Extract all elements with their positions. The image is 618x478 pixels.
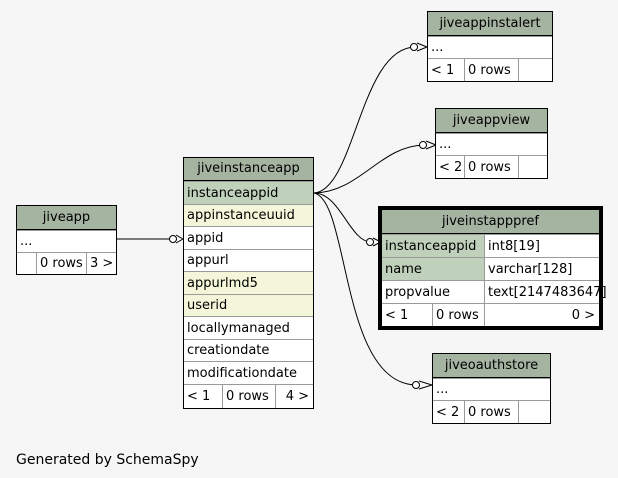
column-type: text[2147483647] [484,281,607,303]
crowfoot-marker [418,380,434,390]
column-type: int8[19] [484,235,599,257]
column-row: propvalue text[2147483647] [382,280,607,303]
table-jiveapp[interactable]: jiveapp ... 0 rows 3 > [16,205,117,275]
table-jiveappview[interactable]: jiveappview ... < 2 0 rows [435,108,548,179]
column-name: locallymanaged [187,321,290,336]
table-header: jiveappview [436,109,547,133]
column-name: modificationdate [187,366,297,381]
placeholder-text: ... [436,382,449,397]
crowfoot-circle [412,381,420,389]
parents-count[interactable]: < 2 [439,160,463,175]
placeholder-text: ... [439,137,452,152]
parents-count[interactable]: < 2 [436,405,460,420]
crowfoot-circle [169,235,177,243]
column-name: appid [187,231,224,246]
column-row: appurlmd5 [184,271,313,294]
rows-count: 0 rows [432,304,484,326]
column-name: name [382,258,484,280]
edge-instanceapp-to-jiveoauthstore [313,192,418,386]
crowfoot-circle [419,141,427,149]
column-row: creationdate [184,339,313,361]
column-row: modificationdate [184,361,313,384]
column-name: appurlmd5 [187,276,258,291]
rows-count: 0 rows [222,385,275,408]
crowfoot-circle [410,43,418,51]
children-count[interactable]: 0 > [484,304,599,326]
parents-count[interactable]: < 1 [431,63,455,78]
table-jiveinstanceapp[interactable]: jiveinstanceapp instanceappid appinstanc… [183,157,314,409]
generated-by-caption: Generated by SchemaSpy [16,452,199,468]
children-cell [518,59,552,81]
column-name: userid [187,298,228,313]
placeholder-row: ... [436,133,547,155]
table-jiveappinstalert[interactable]: jiveappinstalert ... < 1 0 rows [427,11,553,82]
column-row: appid [184,226,313,249]
table-footer: < 1 0 rows [428,58,552,81]
column-row: instanceappid int8[19] [382,234,599,257]
placeholder-text: ... [431,40,444,55]
column-row: name varchar[128] [382,257,599,280]
rows-count: 0 rows [36,253,86,274]
placeholder-row: ... [428,36,552,58]
column-name: appurl [187,253,229,268]
placeholder-row: ... [17,230,116,252]
table-header: jiveoauthstore [433,354,550,378]
column-row: locallymanaged [184,316,313,339]
column-row: appurl [184,249,313,271]
column-name: instanceappid [187,186,279,201]
crowfoot-marker [175,234,185,244]
rows-count: 0 rows [464,59,518,81]
column-name: propvalue [382,281,484,303]
column-row: userid [184,294,313,316]
table-footer: < 2 0 rows [433,400,550,423]
table-header: jiveinstanceapp [184,158,313,181]
edge-instanceapp-to-jiveappview [313,144,425,194]
table-header: jiveapp [17,206,116,230]
column-row: appinstanceuuid [184,204,313,226]
crowfoot-circle [366,238,374,246]
table-header: jiveinstapppref [382,210,599,234]
edge-instanceapp-to-jiveappinstalert [313,46,416,194]
table-footer: < 1 0 rows 4 > [184,384,313,408]
crowfoot-marker [416,42,429,52]
column-name: instanceappid [382,235,484,257]
column-type: varchar[128] [484,258,599,280]
parents-count[interactable]: < 1 [385,308,409,323]
column-name: creationdate [187,343,270,358]
column-name: appinstanceuuid [187,208,295,223]
rows-count: 0 rows [464,156,518,178]
parents-count[interactable]: < 1 [187,389,211,404]
children-cell [518,156,547,178]
table-jiveinstapppref[interactable]: jiveinstapppref instanceappid int8[19] n… [378,206,607,330]
column-row: instanceappid [184,181,313,204]
children-count[interactable]: 4 > [275,385,313,408]
table-footer: < 1 0 rows 0 > [382,303,599,326]
placeholder-text: ... [20,234,33,249]
table-header: jiveappinstalert [428,12,552,36]
placeholder-row: ... [433,378,550,400]
table-jiveoauthstore[interactable]: jiveoauthstore ... < 2 0 rows [432,353,551,424]
children-count[interactable]: 3 > [86,253,116,274]
table-footer: < 2 0 rows [436,155,547,178]
edge-instanceapp-to-jiveinstapppref [313,192,372,243]
table-footer: 0 rows 3 > [17,252,116,274]
rows-count: 0 rows [464,401,518,423]
children-cell [518,401,550,423]
